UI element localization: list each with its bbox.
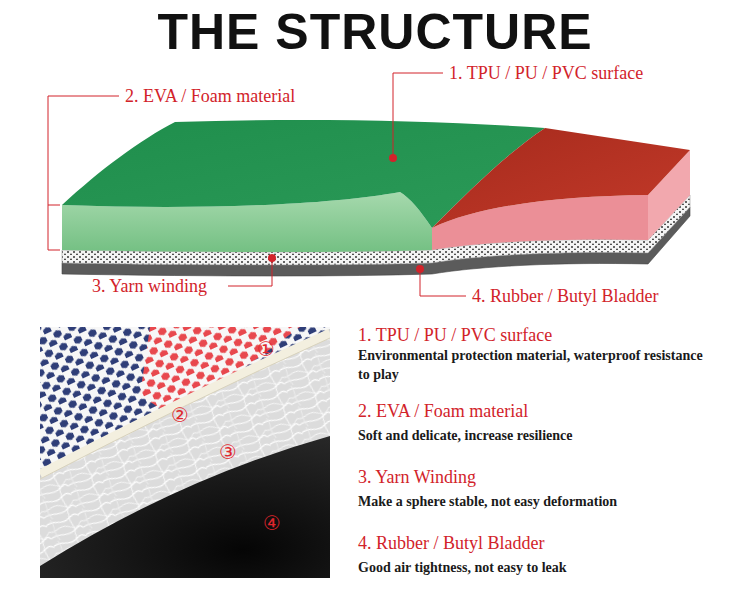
- leader-line: [48, 205, 60, 206]
- item-description: Environmental protection material, water…: [358, 346, 703, 384]
- item-heading: 1. TPU / PU / PVC surface: [358, 324, 552, 346]
- photo-background: [40, 327, 330, 578]
- callout-label: 2. EVA / Foam material: [125, 85, 295, 107]
- leader-lines: [48, 73, 466, 296]
- callout-label: 1. TPU / PU / PVC surface: [449, 62, 643, 84]
- page-title: THE STRUCTURE: [0, 4, 750, 60]
- item-description: Good air tightness, not easy to leak: [358, 558, 738, 577]
- leader-line: [420, 272, 466, 296]
- callout-number: ①: [257, 338, 275, 360]
- item-heading: 4. Rubber / Butyl Bladder: [358, 532, 544, 554]
- section-photo: [40, 327, 330, 578]
- leader-line: [228, 261, 272, 286]
- callout-number: ②: [171, 404, 189, 426]
- callout-number: ④: [263, 512, 281, 534]
- item-heading: 2. EVA / Foam material: [358, 400, 528, 422]
- leader-line: [48, 96, 119, 250]
- callout-dot: [268, 254, 276, 262]
- leader-line: [393, 73, 443, 156]
- callout-number: ③: [219, 441, 237, 463]
- callout-label: 3. Yarn winding: [92, 275, 207, 297]
- callout-dots: [268, 154, 424, 273]
- layer-illustration: [62, 120, 690, 276]
- item-description: Make a sphere stable, not easy deformati…: [358, 492, 738, 511]
- bladder: [40, 436, 330, 578]
- foam-edge: [40, 333, 330, 474]
- item-heading: 3. Yarn Winding: [358, 466, 476, 488]
- foam-edge-shade: [40, 338, 330, 479]
- callout-dot: [389, 154, 397, 162]
- surface-top-red: [432, 128, 690, 228]
- callout-label: 4. Rubber / Butyl Bladder: [472, 285, 658, 307]
- callout-dot: [416, 265, 424, 273]
- item-description: Soft and delicate, increase resilience: [358, 426, 738, 445]
